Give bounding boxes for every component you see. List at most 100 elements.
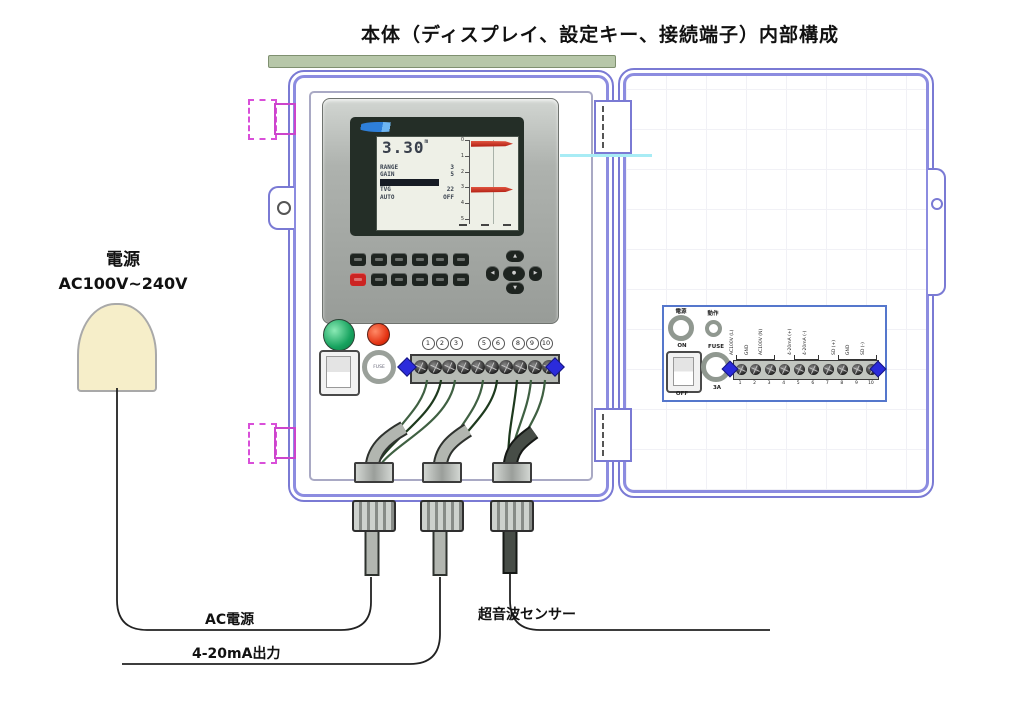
- key-glyph: [395, 258, 403, 261]
- graph-tick: [465, 219, 469, 220]
- keypad: [350, 253, 474, 289]
- legend-terminal-screw: [735, 364, 747, 375]
- dpad: ▲ ◀ ● ▶ ▼: [486, 250, 542, 296]
- door-hinge-top-icon: [594, 100, 632, 154]
- legend-terminal-number: 8: [840, 381, 844, 386]
- legend-terminal-number: 4: [782, 381, 786, 386]
- keypad-key: [411, 273, 428, 286]
- sensor-label: 超音波センサー: [478, 607, 576, 623]
- mounting-rail: [268, 55, 616, 68]
- fuse-holder: FUSE: [362, 350, 396, 384]
- legend-fuse-label: FUSE: [708, 344, 724, 350]
- terminal-label: GND: [744, 344, 750, 355]
- graph-tick-label: 1: [460, 152, 464, 159]
- output-label: 4-20mA出力: [192, 646, 281, 662]
- graph-tick: [465, 155, 469, 157]
- key-glyph: [415, 258, 424, 261]
- legend-terminal-block: [733, 360, 879, 380]
- legend-terminal-number: 10: [868, 381, 874, 386]
- latch-hole-icon: [277, 201, 291, 215]
- cable-gland-nut: [352, 500, 396, 532]
- legend-run-lamp: [705, 320, 722, 337]
- level-reading: 3.30m: [382, 138, 429, 157]
- graph-tick-label: 3: [460, 184, 464, 191]
- cable-gland-nut: [420, 500, 464, 532]
- key-glyph: [374, 278, 383, 281]
- legend-terminal-number: 1: [738, 381, 742, 386]
- echo-bar: [471, 186, 513, 193]
- terminal-number: 9: [525, 337, 539, 350]
- graph-footer-marks: [459, 224, 513, 226]
- pointer-line: [560, 154, 652, 157]
- legend-power-lamp: [668, 315, 694, 341]
- key-glyph: [395, 278, 403, 281]
- legend-terminal-number: 6: [811, 381, 815, 386]
- graph-axis: [469, 140, 470, 224]
- diagram-title: 本体（ディスプレイ、設定キー、接続端子）内部構成: [360, 24, 840, 46]
- legend-terminal-screw: [837, 364, 849, 375]
- graph-tick-label: 0: [460, 137, 464, 143]
- legend-terminal-screw: [851, 364, 863, 375]
- keypad-key: [391, 253, 407, 266]
- door-hinge-bottom-icon: [594, 408, 632, 462]
- terminal-screw: [470, 360, 485, 374]
- left-hinge-top-icon: [248, 96, 296, 140]
- legend-terminal-number: 2: [753, 381, 756, 386]
- legend-run-lamp-label: 動作: [707, 311, 719, 317]
- terminal-number: 2: [435, 337, 449, 350]
- keypad-key: [432, 253, 448, 266]
- terminal-screw: [513, 360, 528, 374]
- dpad-down-button: ▼: [506, 282, 524, 294]
- graph-tick-label: 2: [460, 168, 464, 175]
- graph-tick: [465, 203, 469, 205]
- terminal-screw: [456, 360, 471, 374]
- dpad-up-button: ▲: [506, 250, 524, 262]
- terminal-label: AC100V (N): [759, 328, 765, 355]
- legend-terminal-screw: [779, 364, 791, 375]
- ac-power-label: AC電源: [205, 612, 255, 628]
- brand-logo: [358, 122, 402, 132]
- graph-tick-label: 5: [460, 216, 464, 222]
- graph-tick: [465, 171, 469, 173]
- alarm-lamp: [367, 323, 390, 346]
- legend-terminal-screw: [750, 364, 762, 375]
- power-supply-label: 電源: [106, 250, 140, 270]
- key-glyph: [354, 278, 362, 281]
- legend-power-lamp-label: 電源: [675, 309, 687, 315]
- label-group-bracket: [837, 355, 877, 360]
- keypad-key: [391, 273, 407, 286]
- label-group-bracket: [794, 355, 819, 360]
- legend-switch: [666, 351, 702, 393]
- terminal-label: SD (-): [860, 342, 866, 355]
- keypad-key: [452, 253, 469, 266]
- cable-gland-top: [492, 462, 532, 483]
- cable-gland-top: [422, 462, 462, 483]
- terminal-label: 4-20mA (+): [788, 328, 794, 355]
- keypad-key: [411, 253, 428, 266]
- terminal-number: 1: [421, 337, 435, 350]
- key-glyph: [415, 278, 424, 281]
- terminal-screw: [414, 360, 428, 374]
- dpad-right-button: ▶: [529, 266, 542, 281]
- terminal-number: 8: [511, 337, 525, 350]
- power-switch: [319, 350, 360, 396]
- legend-terminal-screw: [764, 364, 776, 375]
- graph-threshold-line: [493, 140, 494, 224]
- key-glyph: [436, 258, 444, 261]
- graph-tick-label: 4: [460, 200, 464, 207]
- key-glyph: [456, 258, 465, 261]
- terminal-number: 5: [477, 337, 491, 350]
- keypad-key: [452, 273, 469, 286]
- echo-graph: 0 1 2 3 4 5: [457, 137, 516, 227]
- terminal-label: 4-20mA (-): [802, 330, 808, 355]
- legend-terminal-number: 3: [767, 381, 771, 386]
- fuse-text: FUSE: [373, 364, 385, 370]
- terminal-number: 3: [449, 337, 463, 350]
- door-latch: [928, 168, 946, 296]
- legend-switch-on-label: ON: [677, 343, 687, 349]
- terminal-screw: [485, 360, 499, 374]
